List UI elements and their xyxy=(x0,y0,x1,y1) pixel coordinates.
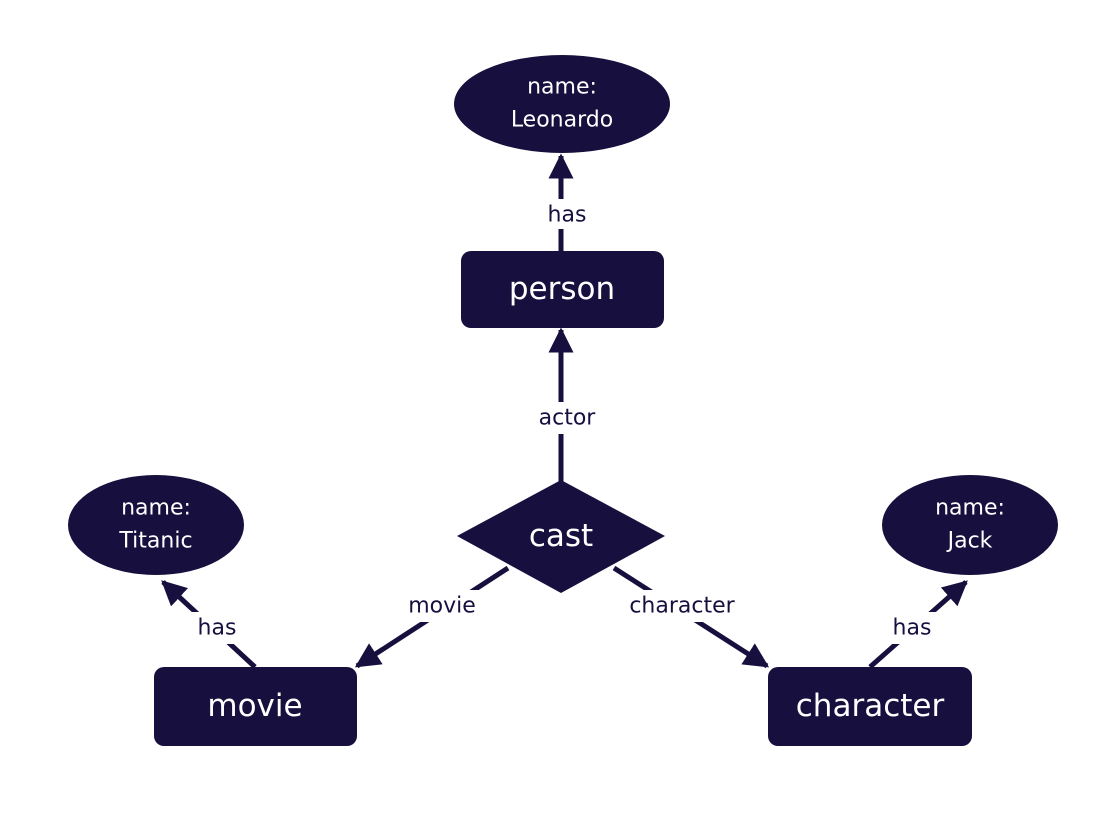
edge-label-background xyxy=(620,590,744,622)
entity-box xyxy=(154,667,357,746)
attribute-name-titanic: name: Titanic xyxy=(68,475,244,575)
edge-cast-movie: movie xyxy=(354,565,510,669)
edge-label-background xyxy=(538,199,584,229)
attribute-ellipse xyxy=(454,55,670,153)
edge-label-has: has xyxy=(893,616,932,641)
entity-character: character xyxy=(768,667,972,746)
edge-label-background xyxy=(530,402,604,434)
attribute-ellipse xyxy=(68,475,244,575)
relation-label: cast xyxy=(529,518,593,554)
relation-diamond xyxy=(457,480,665,593)
attribute-value: Jack xyxy=(946,529,993,554)
attribute-key: name: xyxy=(527,75,597,100)
edge-label-has: has xyxy=(198,616,237,641)
edge-label-movie: movie xyxy=(408,594,476,619)
edge-person-has-name: has xyxy=(538,153,587,251)
edge-label-background xyxy=(192,612,242,644)
relation-cast: cast xyxy=(457,480,665,593)
edge-character-has-name: has xyxy=(868,580,968,669)
edge-label-has: has xyxy=(548,203,587,228)
entity-box xyxy=(768,667,972,746)
edge-cast-actor-person: actor xyxy=(530,327,604,482)
edge-label-character: character xyxy=(629,594,735,619)
attribute-ellipse xyxy=(882,475,1058,575)
edge-movie-has-name: has xyxy=(161,580,257,669)
entity-label: person xyxy=(509,271,615,307)
attribute-value: Titanic xyxy=(118,529,192,554)
entity-label: movie xyxy=(207,688,302,724)
attribute-value: Leonardo xyxy=(511,108,613,133)
entity-movie: movie xyxy=(154,667,357,746)
attribute-name-leonardo: name: Leonardo xyxy=(454,55,670,153)
edge-label-actor: actor xyxy=(539,406,597,431)
attribute-name-jack: name: Jack xyxy=(882,475,1058,575)
attribute-key: name: xyxy=(121,496,191,521)
edge-label-background xyxy=(887,612,937,644)
edge-cast-character: character xyxy=(612,565,770,669)
entity-label: character xyxy=(796,688,945,724)
edge-label-background xyxy=(400,590,484,622)
entity-box xyxy=(461,251,664,328)
attribute-key: name: xyxy=(935,496,1005,521)
entity-person: person xyxy=(461,251,664,328)
